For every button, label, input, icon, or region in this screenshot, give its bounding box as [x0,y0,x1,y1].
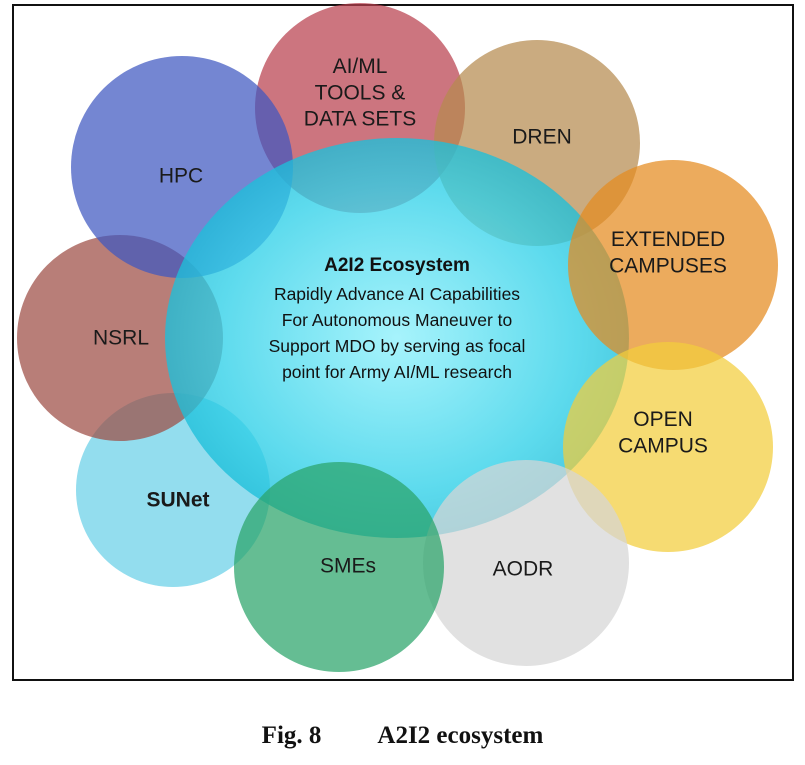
ai-ml-tools-label-line-1: AI/ML [333,55,388,78]
nsrl-label-line-1: NSRL [93,326,149,349]
nsrl-circle [17,235,223,441]
sunet-label-line-1: SUNet [146,488,209,511]
ai-ml-tools-label-line-2: TOOLS & [315,81,406,104]
extended-campuses-label-line-2: CAMPUSES [609,254,727,277]
center-text: A2I2 Ecosystem Rapidly Advance AI Capabi… [269,255,526,382]
center-line-4: point for Army AI/ML research [282,362,512,382]
center-line-1: Rapidly Advance AI Capabilities [274,284,520,304]
center-ecosystem-circle [165,138,629,538]
extended-campuses-label-line-1: EXTENDED [611,228,725,251]
dren-label-line-1: DREN [512,125,572,148]
figure-title: A2I2 ecosystem [377,722,544,749]
extended-campuses-circle [568,160,778,370]
aodr-circle [423,460,629,666]
center-title: A2I2 Ecosystem [324,255,470,276]
ecosystem-diagram: A2I2 Ecosystem Rapidly Advance AI Capabi… [17,3,778,672]
center-line-2: For Autonomous Maneuver to [282,310,513,330]
open-campus-circle [563,342,773,552]
figure-number: Fig. 8 [261,722,322,749]
center-line-3: Support MDO by serving as focal [269,336,526,356]
figure-caption: Fig. 8 A2I2 ecosystem [0,722,805,750]
open-campus-label-line-2: CAMPUS [618,434,708,457]
aodr-label-line-1: AODR [493,557,554,580]
hpc-label-line-1: HPC [159,164,203,187]
smes-label-line-1: SMEs [320,554,376,577]
smes-circle [234,462,444,672]
ai-ml-tools-label-line-3: DATA SETS [304,108,416,131]
open-campus-label-line-1: OPEN [633,408,693,431]
